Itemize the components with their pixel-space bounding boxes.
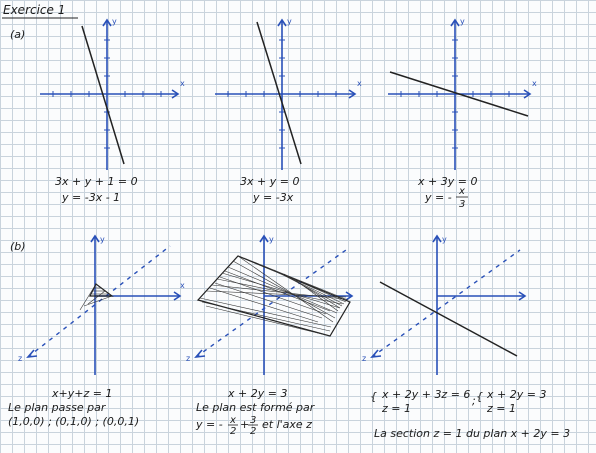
horizontal-axis-arrow xyxy=(518,291,527,301)
horizontal-axis-arrow xyxy=(345,291,354,301)
horizontal-axis-arrow xyxy=(173,291,182,301)
line-3x-y xyxy=(256,21,302,165)
vertical-axis-arrow xyxy=(432,234,442,243)
graph-b1: y x z x+y+z = 1 Le plan passe par (1,0,0… xyxy=(8,234,185,428)
depth-axis-arrow xyxy=(194,349,206,359)
text-b1-line2: (1,0,0) ; (0,1,0) ; (0,0,1) xyxy=(8,415,139,428)
exercise-title: Exercice 1 xyxy=(3,3,65,17)
y-axis-label: y xyxy=(460,17,465,26)
vertical-axis-label: y xyxy=(442,235,447,244)
line-x-3y xyxy=(389,71,529,117)
eq-a1-line2: y = -3x - 1 xyxy=(61,191,120,204)
vertical-axis-label: y xyxy=(269,235,274,244)
system2-line2: z = 1 xyxy=(486,402,516,415)
depth-axis xyxy=(371,249,521,358)
graph-a1: x y 3x + y + 1 = 0 y = -3x - 1 xyxy=(40,17,185,204)
x-axis-arrow xyxy=(171,89,180,99)
depth-axis-arrow xyxy=(370,349,382,359)
eq-b2: x + 2y = 3 xyxy=(227,387,287,400)
x-axis-arrow xyxy=(348,89,357,99)
text-b2-frac1-num: x xyxy=(229,415,236,426)
eq-a3-line2: y = - xyxy=(424,191,452,204)
text-b2-yeq: y = - xyxy=(195,418,223,431)
depth-axis-arrow xyxy=(26,349,38,359)
horizontal-axis-label: x xyxy=(180,281,185,290)
vertical-axis-arrow xyxy=(90,234,100,243)
y-axis-arrow xyxy=(277,18,287,27)
depth-axis xyxy=(195,249,347,358)
x-axis-label: x xyxy=(357,79,362,88)
system1-line1: x + 2y + 3z = 6 xyxy=(381,388,470,401)
plane-hatching xyxy=(199,255,349,337)
x-axis-label: x xyxy=(532,79,537,88)
eq-a3-frac-num: x xyxy=(458,186,465,197)
x-axis-label: x xyxy=(180,79,185,88)
depth-axis-label: z xyxy=(18,354,22,363)
graph-b3: y z { x + 2y + 3z = 6 z = 1 ; { x + 2y =… xyxy=(362,234,570,440)
system1-line2: z = 1 xyxy=(381,402,411,415)
vertical-axis-arrow xyxy=(259,234,269,243)
part-b-label: (b) xyxy=(10,240,26,253)
text-b2-line3: et l'axe z xyxy=(262,418,312,431)
depth-axis xyxy=(27,245,171,358)
graph-b2: y z x + 2y = 3 Le plan est formé par y =… xyxy=(186,234,354,437)
system-separator: ; xyxy=(472,394,476,407)
vertical-axis-label: y xyxy=(100,235,105,244)
text-b2-line1: Le plan est formé par xyxy=(196,401,316,414)
text-b1-line1: Le plan passe par xyxy=(8,401,107,414)
y-axis-label: y xyxy=(287,17,292,26)
line-3x-y-1 xyxy=(81,25,125,165)
eq-a2-line2: y = -3x xyxy=(252,191,294,204)
eq-a3-frac-den: 3 xyxy=(459,199,465,210)
graph-a3: x y x + 3y = 0 y = - x 3 xyxy=(388,17,537,210)
eq-a1-line1: 3x + y + 1 = 0 xyxy=(55,175,138,188)
part-a-label: (a) xyxy=(10,28,25,41)
eq-b1: x+y+z = 1 xyxy=(51,387,112,400)
system2-line1: x + 2y = 3 xyxy=(486,388,546,401)
section-line xyxy=(379,281,518,357)
system2-brace: { xyxy=(476,390,483,403)
text-b2-frac1-den: 2 xyxy=(230,426,236,437)
x-axis-arrow xyxy=(523,89,532,99)
eq-a3-line1: x + 3y = 0 xyxy=(417,175,477,188)
text-b2-plus: + xyxy=(240,418,249,431)
y-axis-arrow xyxy=(450,18,460,27)
depth-axis-label: z xyxy=(362,354,366,363)
plane-triangle xyxy=(89,283,114,297)
eq-a2-line1: 3x + y = 0 xyxy=(240,175,299,188)
system1-brace: { xyxy=(370,390,377,403)
text-b2-frac2-num: 3 xyxy=(250,415,256,426)
plane-outline xyxy=(196,255,351,337)
depth-axis-label: z xyxy=(186,354,190,363)
y-axis-arrow xyxy=(102,18,112,27)
section-caption: La section z = 1 du plan x + 2y = 3 xyxy=(374,427,570,440)
text-b2-frac2-den: 2 xyxy=(250,426,256,437)
y-axis-label: y xyxy=(112,17,117,26)
graph-a2: x y 3x + y = 0 y = -3x xyxy=(215,17,362,204)
